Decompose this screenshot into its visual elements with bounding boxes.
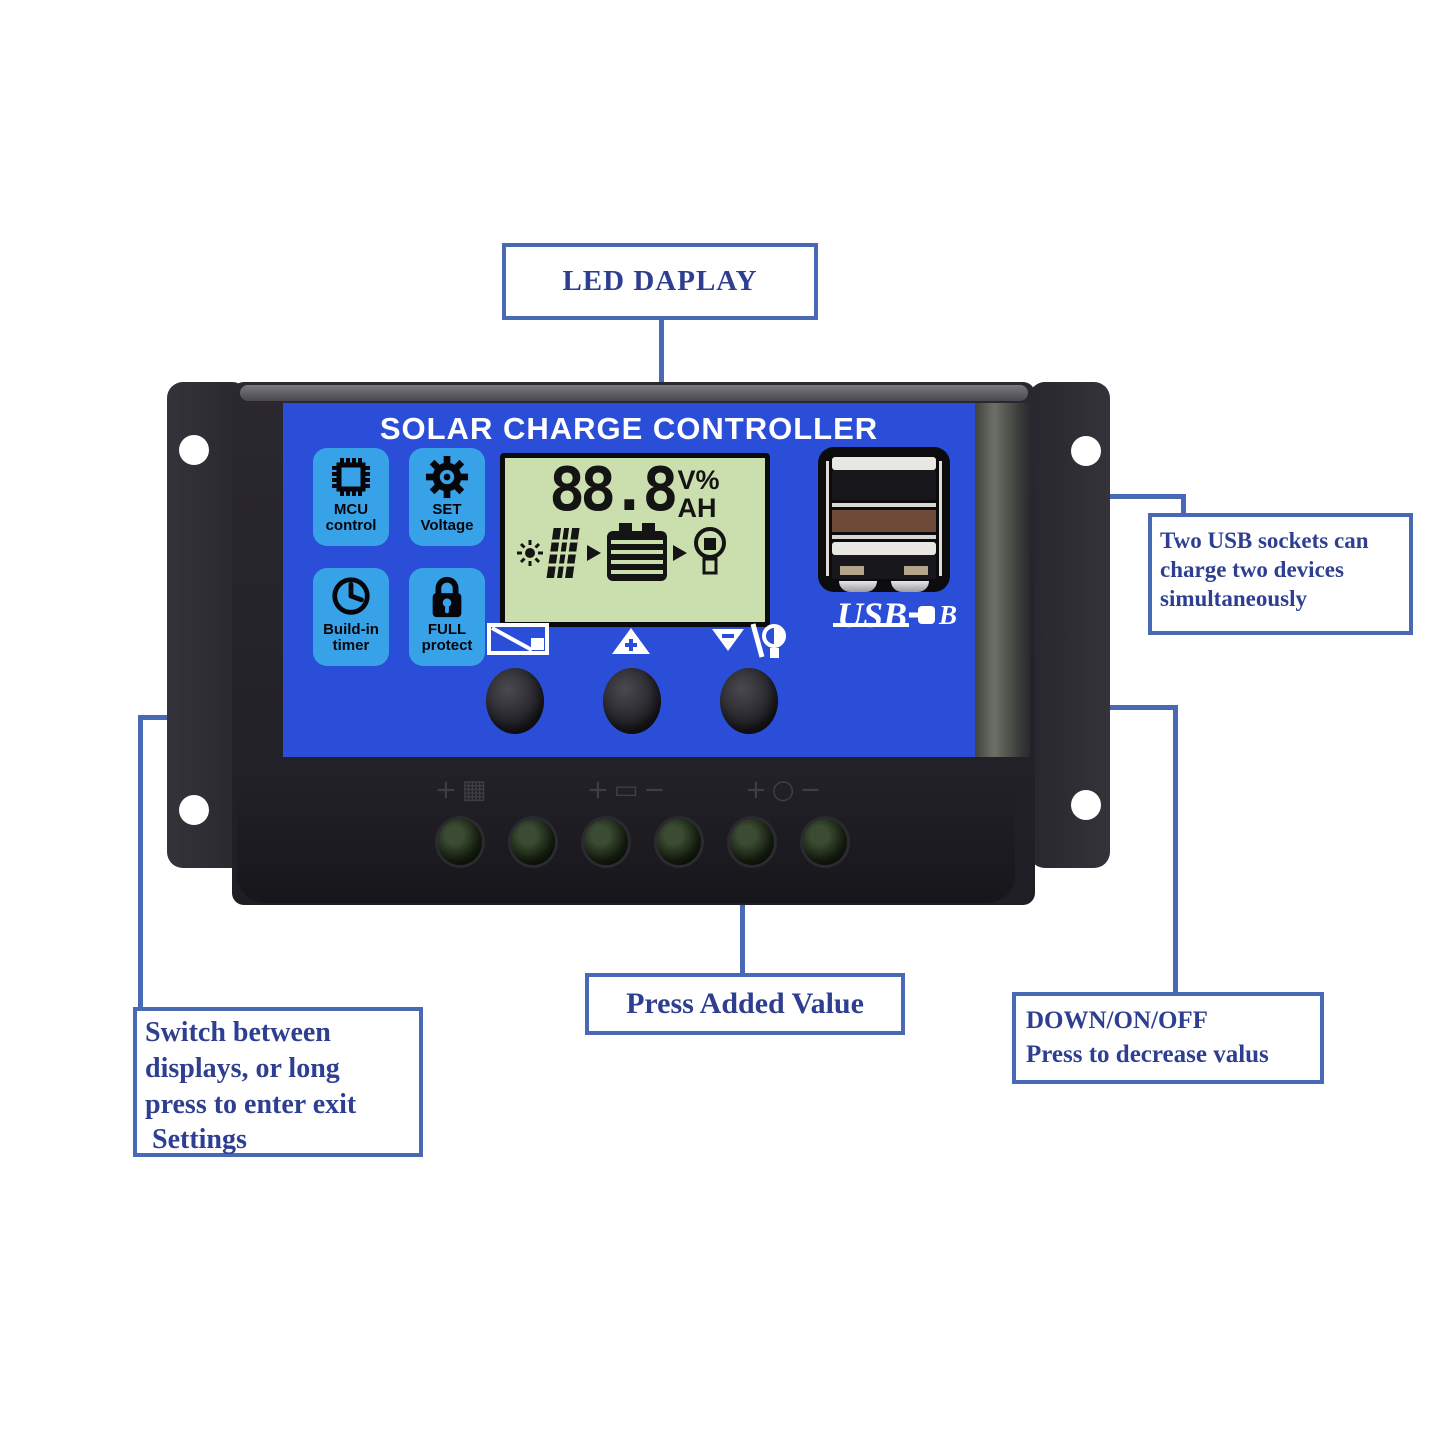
badge-label: SET Voltage [420,501,474,534]
chip-icon [332,458,370,496]
usb-contact-pad [904,566,928,575]
terminal-label-panel: +▦ [435,775,492,805]
callout-switch-displays: Switch between displays, or long press t… [133,1007,423,1157]
gear-icon [425,455,469,499]
screw-hole [179,795,209,825]
connector-down-v [1173,705,1178,996]
usb-port-tongue [832,542,936,555]
badge-label: MCU control [325,501,377,534]
usb-port-shell [832,555,936,579]
clock-icon [332,577,370,615]
callout-text: Press Added Value [626,987,864,1020]
usb-rail [939,461,942,576]
lcd-display: 88.8 V% AH [500,453,770,627]
callout-down-on-off: DOWN/ON/OFF Press to decrease valus [1012,992,1324,1084]
solar-panel-icon [546,527,580,578]
connector-led [659,320,664,392]
connector-switch-v [138,715,143,1011]
usb-divider [832,535,936,539]
terminal-label-load: +○− [745,775,827,805]
increase-button[interactable] [603,668,661,734]
body-top-bevel [240,385,1028,401]
usb-port-shell [832,470,936,500]
connector-press [740,900,745,975]
terminal-screw[interactable] [438,819,482,865]
callout-led-display: LED DAPLAY [502,243,818,320]
arrow-icon [673,544,687,561]
badge-mcu-control: MCU control [313,448,389,546]
usb-plug-icon [909,606,936,624]
callout-usb-sockets: Two USB sockets can charge two devices s… [1148,513,1413,635]
body-side-bevel [975,403,1030,757]
terminal-screw[interactable] [730,819,774,865]
front-panel: SOLAR CHARGE CONTROLLER MCU control [283,403,975,757]
sun-icon [517,539,543,566]
usb-logo-suffix: B [939,599,958,630]
usb-divider [832,503,936,507]
terminal-screw[interactable] [657,819,701,865]
usb-logo: USB B [832,595,958,635]
terminal-block: +▦ +▭− +○− [237,763,1015,903]
screw-hole [1071,790,1101,820]
connector-usb-v [1181,494,1186,517]
terminal-screw[interactable] [584,819,628,865]
battery-icon [607,522,667,581]
display-select-icon [487,623,549,660]
usb-contact-pad [840,566,864,575]
screw-hole [1071,436,1101,466]
usb-rail [826,461,829,576]
arrow-icon [587,544,601,561]
callout-press-added-value: Press Added Value [585,973,905,1035]
terminal-label-battery: +▭− [587,775,671,805]
mounting-ear-right [1029,382,1110,868]
usb-socket-block[interactable] [818,447,950,592]
badge-built-in-timer: Build-in timer [313,568,389,666]
terminal-screw[interactable] [803,819,847,865]
connector-switch-h [138,715,174,720]
badge-set-voltage: SET Voltage [409,448,485,546]
increase-icon [611,627,651,660]
usb-feet [832,581,936,592]
decrease-load-icon [710,621,788,666]
usb-logo-text: USB [832,595,910,635]
bulb-icon [694,526,726,575]
lcd-units: V% AH [677,465,720,524]
callout-text: LED DAPLAY [562,265,758,297]
badge-label: Build-in timer [323,621,379,654]
connector-down-h [1110,705,1178,710]
usb-port-tongue [832,457,936,470]
display-select-button[interactable] [486,668,544,734]
device-title: SOLAR CHARGE CONTROLLER [379,411,879,446]
screw-hole [179,435,209,465]
decrease-button[interactable] [720,668,778,734]
lcd-value: 88.8 [549,455,678,525]
usb-pcb [832,510,936,532]
lock-icon [432,576,462,618]
terminal-screw[interactable] [511,819,555,865]
connector-usb-h [1110,494,1186,499]
badge-full-protect: FULL protect [409,568,485,666]
badge-label: FULL protect [421,621,473,654]
